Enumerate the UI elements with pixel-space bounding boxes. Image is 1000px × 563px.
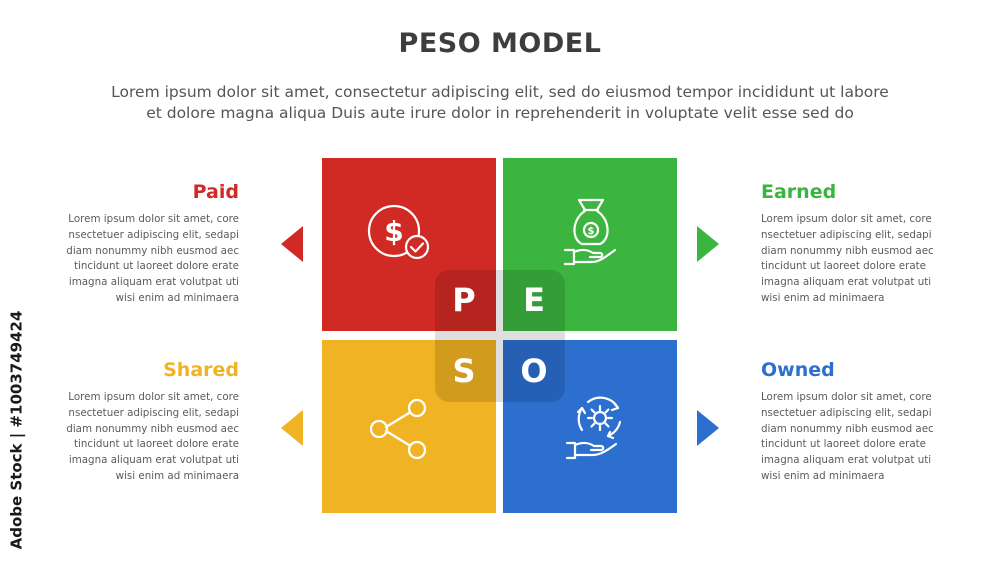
letter-e: E xyxy=(523,281,545,319)
owned-line: diam nonummy nibh eusmod aec xyxy=(761,422,934,435)
paid-line: nsectetuer adipiscing elit, sedapi xyxy=(68,228,239,241)
shared-arrow xyxy=(281,410,303,446)
earned-title: Earned xyxy=(761,181,837,203)
money-bag-hand-icon: $ xyxy=(563,198,617,266)
earned-arrow xyxy=(697,226,719,262)
share-nodes-icon xyxy=(369,398,427,460)
dollar-coin-check-icon: $ xyxy=(367,204,430,260)
shared-line: imagna aliquam erat volutpat uti xyxy=(68,454,239,467)
owned-line: wisi enim ad minimaera xyxy=(761,469,885,482)
shared-line: Lorem ipsum dolor sit amet, core xyxy=(68,391,239,403)
paid-arrow xyxy=(281,226,303,262)
paid-line: Lorem ipsum dolor sit amet, core xyxy=(68,213,239,225)
letter-s: S xyxy=(452,352,476,390)
shared-line: tincidunt ut laoreet dolore erate xyxy=(73,438,239,451)
paid-line: imagna aliquam erat volutpat uti xyxy=(68,276,239,289)
owned-quadrant xyxy=(503,340,677,513)
earned-line: Lorem ipsum dolor sit amet, core xyxy=(761,213,932,225)
earned-description: Lorem ipsum dolor sit amet, core nsectet… xyxy=(761,212,947,307)
paid-line: wisi enim ad minimaera xyxy=(115,291,239,304)
owned-arrow xyxy=(697,410,719,446)
paid-description: Lorem ipsum dolor sit amet, core nsectet… xyxy=(53,212,239,307)
earned-line: tincidunt ut laoreet dolore erate xyxy=(761,260,927,273)
page-subtitle: Lorem ipsum dolor sit amet, consectetur … xyxy=(40,82,960,124)
owned-line: nsectetuer adipiscing elit, sedapi xyxy=(761,406,932,419)
letter-o: O xyxy=(520,352,548,390)
page-title: PESO MODEL xyxy=(398,28,602,59)
shared-description: Lorem ipsum dolor sit amet, core nsectet… xyxy=(53,390,239,485)
shared-line: wisi enim ad minimaera xyxy=(115,469,239,482)
svg-text:$: $ xyxy=(588,226,595,237)
subtitle-line-2: et dolore magna aliqua Duis aute irure d… xyxy=(146,104,854,122)
stock-watermark-text: Adobe Stock | #1003749424 xyxy=(7,310,26,550)
owned-line: tincidunt ut laoreet dolore erate xyxy=(761,438,927,451)
earned-line: diam nonummy nibh eusmod aec xyxy=(761,244,934,257)
center-overlay xyxy=(435,270,565,402)
shared-line: nsectetuer adipiscing elit, sedapi xyxy=(68,406,239,419)
owned-title: Owned xyxy=(761,359,835,381)
shared-title: Shared xyxy=(163,359,239,381)
stock-watermark-label: Adobe Stock | #1003749424 xyxy=(2,308,30,552)
letter-p: P xyxy=(452,281,476,319)
owned-description: Lorem ipsum dolor sit amet, core nsectet… xyxy=(761,390,947,485)
shared-quadrant xyxy=(322,340,496,513)
paid-title: Paid xyxy=(192,181,239,203)
earned-line: imagna aliquam erat volutpat uti xyxy=(761,276,932,289)
owned-line: imagna aliquam erat volutpat uti xyxy=(761,454,932,467)
earned-line: nsectetuer adipiscing elit, sedapi xyxy=(761,228,932,241)
earned-line: wisi enim ad minimaera xyxy=(761,291,885,304)
gear-cycle-hand-icon xyxy=(565,396,622,460)
subtitle-line-1: Lorem ipsum dolor sit amet, consectetur … xyxy=(111,83,889,101)
owned-line: Lorem ipsum dolor sit amet, core xyxy=(761,391,932,403)
svg-text:$: $ xyxy=(384,215,403,248)
shared-line: diam nonummy nibh eusmod aec xyxy=(66,422,239,435)
paid-line: tincidunt ut laoreet dolore erate xyxy=(73,260,239,273)
paid-line: diam nonummy nibh eusmod aec xyxy=(66,244,239,257)
